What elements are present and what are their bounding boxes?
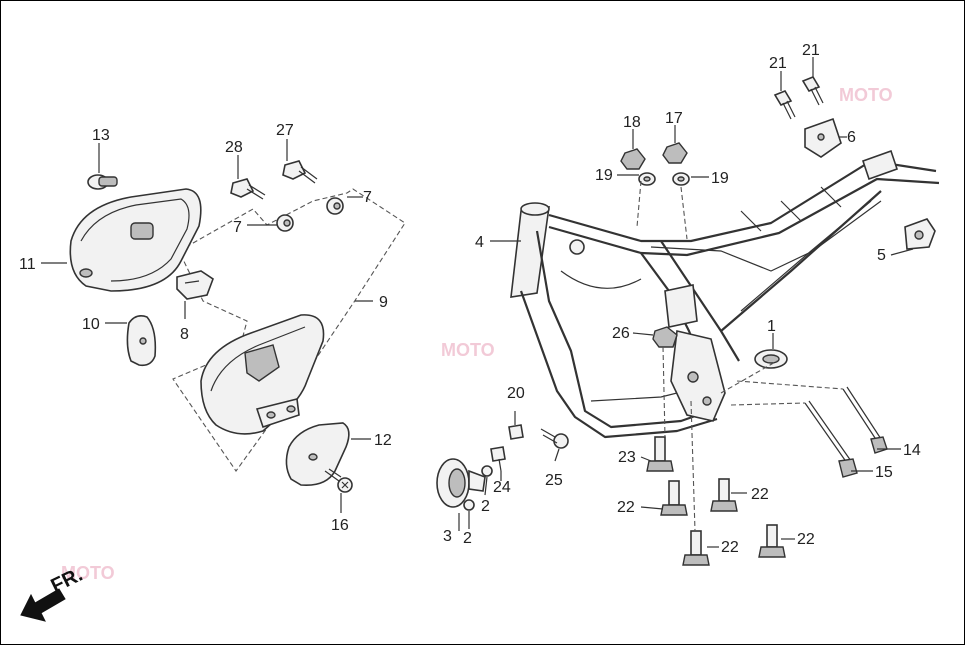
svg-text:MOTO: MOTO	[839, 85, 893, 105]
callout-22d: 22	[797, 531, 815, 548]
bolt-21b	[801, 76, 824, 106]
main-frame	[510, 149, 940, 439]
svg-text:MOTO: MOTO	[441, 340, 495, 360]
callout-23: 23	[618, 449, 636, 466]
washer-19a	[638, 172, 656, 186]
clip-8	[176, 270, 214, 300]
bolt-22b	[710, 478, 738, 512]
grommet-1	[754, 349, 788, 369]
leader-lines-right	[458, 57, 914, 548]
callout-labels: 13 11 10 8 28 27 7 7 9 12 16 4 18 17 19 …	[19, 42, 921, 556]
callout-25: 25	[545, 472, 563, 489]
leader-lines-left	[41, 139, 373, 513]
pad-10	[126, 315, 157, 367]
washer-2b	[463, 499, 475, 511]
watermark-top-right: MOTO	[839, 85, 893, 105]
bracket-5	[904, 218, 936, 250]
callout-22b: 22	[751, 486, 769, 503]
callout-7a: 7	[233, 219, 242, 236]
svg-text:MOTO: MOTO	[61, 563, 115, 583]
callout-1: 1	[767, 318, 776, 335]
side-cover-left	[69, 188, 202, 292]
bolt-23	[646, 436, 674, 472]
callout-22a: 22	[617, 499, 635, 516]
bolt-22a	[660, 480, 688, 516]
callout-21b: 21	[802, 42, 820, 59]
screw-13	[87, 174, 118, 190]
pad-12	[285, 422, 350, 487]
callout-2b: 2	[463, 530, 472, 547]
plate-6	[804, 117, 842, 158]
callout-7b: 7	[363, 189, 372, 206]
callout-2a: 2	[481, 498, 490, 515]
washer-19b	[672, 172, 690, 186]
callout-19a: 19	[595, 167, 613, 184]
callout-3: 3	[443, 528, 452, 545]
bolt-20	[508, 411, 524, 440]
nut-17	[662, 142, 688, 164]
callout-21a: 21	[769, 55, 787, 72]
watermark-center: MOTO	[441, 340, 495, 360]
callout-19b: 19	[711, 170, 729, 187]
screw-16	[324, 468, 353, 493]
nut-18	[620, 148, 646, 170]
bolt-22c	[682, 530, 710, 566]
callout-16: 16	[331, 517, 349, 534]
callout-9: 9	[379, 294, 388, 311]
long-bolt-15	[804, 400, 858, 478]
callout-14: 14	[903, 442, 921, 459]
screw-25	[540, 428, 569, 449]
long-bolt-14	[842, 386, 888, 454]
callout-11: 11	[19, 256, 36, 273]
callout-12: 12	[374, 432, 392, 449]
side-cover-right	[200, 314, 325, 435]
callout-28: 28	[225, 139, 243, 156]
callout-26: 26	[612, 325, 630, 342]
callout-8: 8	[180, 326, 189, 343]
bolt-22d	[758, 524, 786, 558]
callout-18: 18	[623, 114, 641, 131]
washer-2a	[481, 465, 493, 477]
callout-6: 6	[847, 129, 856, 146]
bolt-28	[230, 178, 266, 200]
callout-20: 20	[507, 385, 525, 402]
callout-4: 4	[475, 234, 484, 251]
callout-17: 17	[665, 110, 683, 127]
nut-26	[652, 326, 678, 348]
callout-24: 24	[493, 479, 511, 496]
callout-13: 13	[92, 127, 110, 144]
callout-22c: 22	[721, 539, 739, 556]
grommet-7b	[326, 197, 344, 215]
callout-27: 27	[276, 122, 294, 139]
callout-5: 5	[877, 247, 886, 264]
callout-10: 10	[82, 316, 100, 333]
watermark-bottom-left: MOTO	[61, 563, 115, 583]
front-direction-arrow: FR.	[20, 564, 86, 622]
bolt-24	[490, 446, 506, 472]
horn-3	[436, 458, 486, 508]
grommet-7a	[276, 214, 294, 232]
bolt-21a	[773, 90, 796, 120]
bolt-27	[282, 160, 318, 184]
callout-15: 15	[875, 464, 893, 481]
